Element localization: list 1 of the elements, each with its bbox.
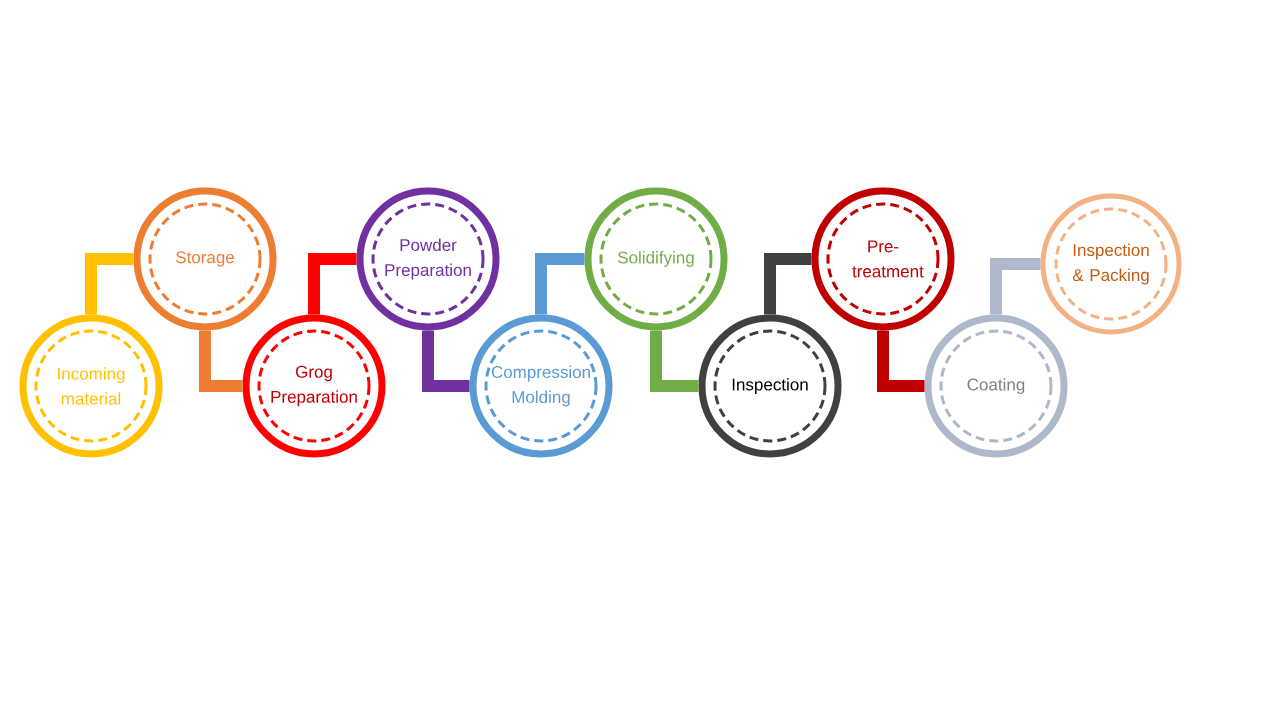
connector (199, 330, 243, 392)
